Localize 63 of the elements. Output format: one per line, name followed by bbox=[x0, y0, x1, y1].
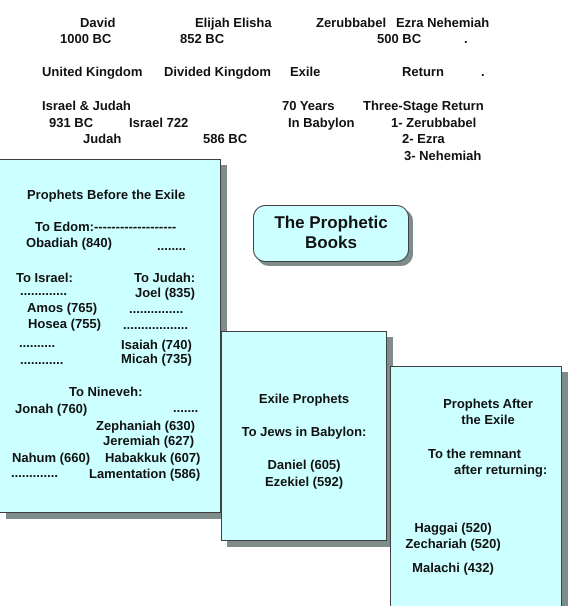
timeline-name: David bbox=[80, 15, 116, 30]
prophet-entry: Daniel (605) bbox=[268, 457, 340, 472]
dotted-leader: .......... bbox=[19, 335, 56, 350]
stage-heading: Three-Stage Return bbox=[363, 98, 484, 113]
prophet-entry: Micah (735) bbox=[121, 351, 192, 366]
panel bbox=[390, 366, 568, 606]
period-mark: . bbox=[481, 64, 485, 79]
prophet-entry: Zephaniah (630) bbox=[96, 418, 195, 433]
timeline-date: 500 BC bbox=[377, 31, 422, 46]
prophet-entry: Zechariah (520) bbox=[405, 536, 501, 551]
region-heading: To the remnant after returning: bbox=[428, 446, 548, 478]
duration-label: In Babylon bbox=[288, 115, 354, 130]
dotted-leader: ........ bbox=[157, 238, 186, 253]
timeline-date: 586 BC bbox=[203, 131, 248, 146]
stage-item: 3- Nehemiah bbox=[404, 148, 482, 163]
panel-heading: Prophets After the Exile bbox=[442, 396, 534, 428]
dotted-leader: ....... bbox=[173, 400, 198, 415]
kingdom-label: Judah bbox=[83, 131, 122, 146]
region-heading: To Israel: bbox=[16, 270, 73, 285]
timeline-date: 1000 BC bbox=[60, 31, 112, 46]
prophet-entry: Haggai (520) bbox=[414, 520, 492, 535]
prophet-entry: Jeremiah (627) bbox=[103, 433, 194, 448]
duration-label: 70 Years bbox=[282, 98, 335, 113]
era-label: United Kingdom bbox=[42, 64, 142, 79]
era-label: Return bbox=[402, 64, 444, 79]
kingdom-label: Israel & Judah bbox=[42, 98, 131, 113]
panel bbox=[221, 331, 393, 547]
timeline-name: Ezra Nehemiah bbox=[396, 15, 490, 30]
dotted-leader: ............... bbox=[129, 301, 184, 316]
dotted-leader: .................. bbox=[123, 317, 188, 332]
timeline-date: 852 BC bbox=[180, 31, 224, 46]
timeline-date: 931 BC bbox=[49, 115, 94, 130]
prophet-entry: Joel (835) bbox=[135, 285, 195, 300]
stage-item: 2- Ezra bbox=[402, 131, 445, 146]
timeline-date: Israel 722 bbox=[129, 115, 188, 130]
prophet-entry: Lamentation (586) bbox=[89, 466, 200, 481]
prophet-entry: Malachi (432) bbox=[412, 560, 494, 575]
heading-text: The Prophetic Books bbox=[273, 213, 389, 253]
period-mark: . bbox=[464, 31, 468, 46]
era-label: Exile bbox=[290, 64, 320, 79]
title-box bbox=[253, 205, 413, 266]
prophet-entry: Jonah (760) bbox=[15, 401, 88, 416]
region-heading: To Nineveh: bbox=[69, 384, 142, 399]
region-heading: To Jews in Babylon: bbox=[242, 424, 366, 439]
region-heading: To Edom:------------------- bbox=[35, 219, 176, 234]
prophet-entry: Ezekiel (592) bbox=[264, 474, 344, 489]
prophet-entry: Obadiah (840) bbox=[26, 235, 112, 250]
prophet-entry: Nahum (660) bbox=[12, 450, 90, 465]
timeline-name: Zerubbabel bbox=[316, 15, 386, 30]
dotted-leader: ............. bbox=[20, 283, 67, 298]
prophet-entry: Isaiah (740) bbox=[121, 337, 192, 352]
panel bbox=[0, 159, 227, 519]
dotted-leader: ............ bbox=[20, 352, 64, 367]
region-heading: To Judah: bbox=[134, 270, 196, 285]
stage-item: 1- Zerubbabel bbox=[391, 115, 476, 130]
era-label: Divided Kingdom bbox=[164, 64, 271, 79]
timeline-name: Elijah Elisha bbox=[195, 15, 272, 30]
prophet-entry: Habakkuk (607) bbox=[105, 450, 200, 465]
prophet-entry: Hosea (755) bbox=[28, 316, 101, 331]
panel-heading: Exile Prophets bbox=[258, 391, 350, 406]
panel-heading: Prophets Before the Exile bbox=[27, 187, 186, 202]
dotted-leader: ............. bbox=[11, 465, 58, 480]
prophet-entry: Amos (765) bbox=[27, 300, 98, 315]
